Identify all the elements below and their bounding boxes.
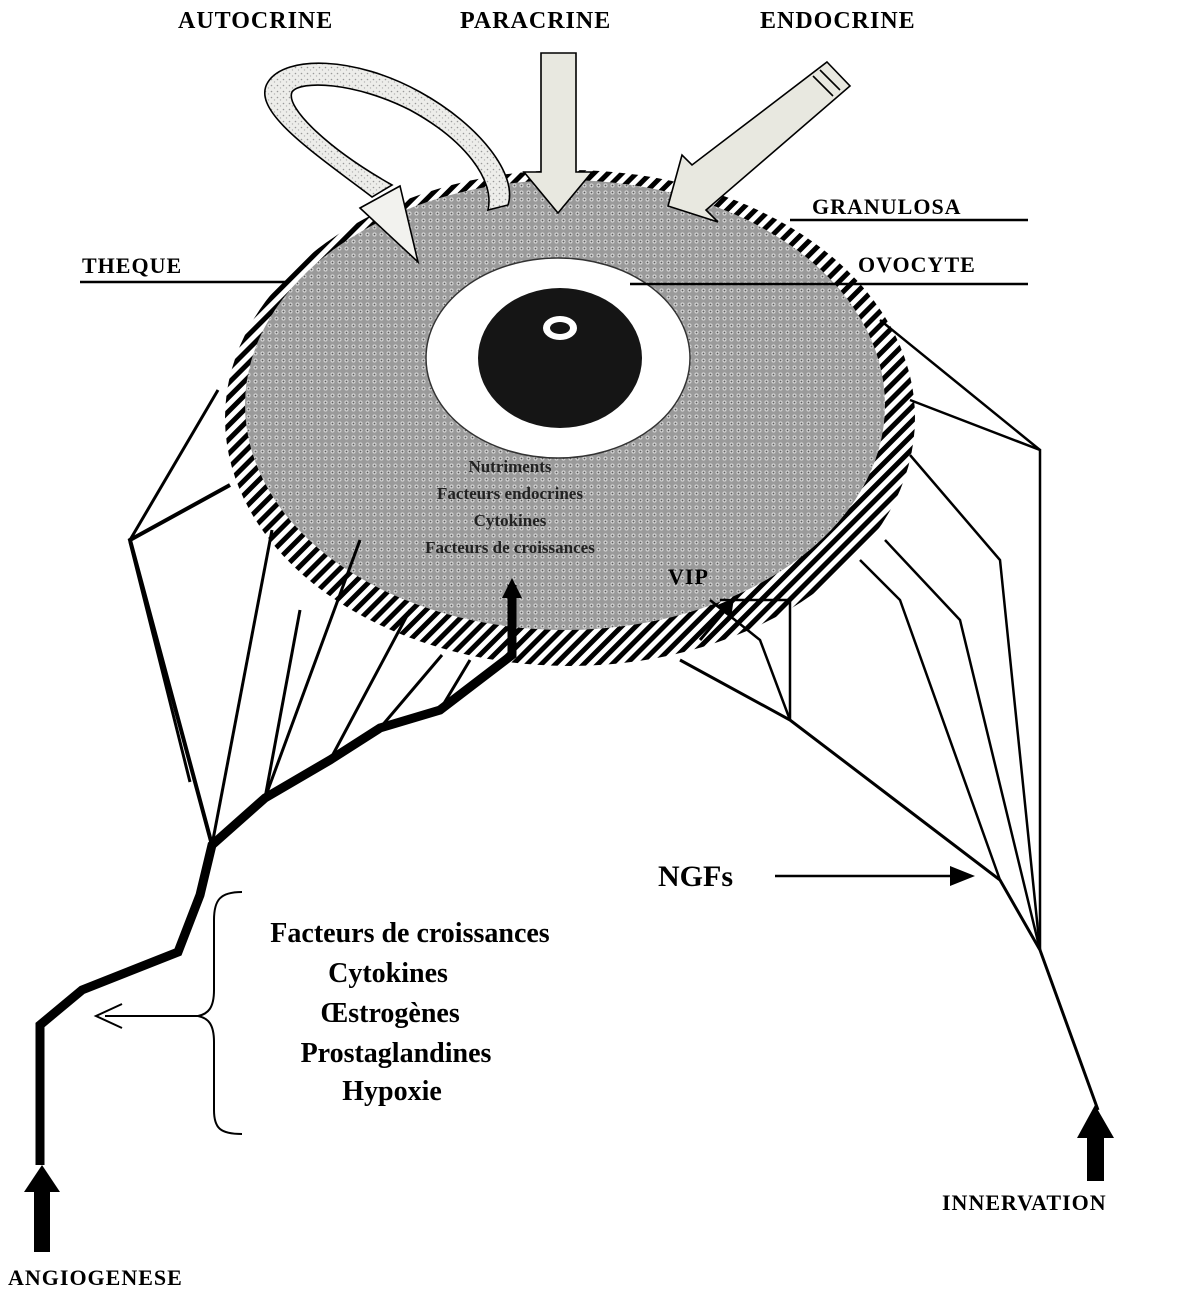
angiogenesis-input-arrow	[24, 1165, 60, 1252]
innervation-input-arrow	[1077, 1105, 1114, 1181]
paracrine-label: PARACRINE	[460, 8, 611, 34]
factors-arrow	[96, 1004, 200, 1028]
autocrine-label: AUTOCRINE	[178, 8, 333, 34]
inner-factor-item: Facteurs endocrines	[437, 484, 583, 503]
oocyte-core	[478, 288, 642, 428]
innervation-label: INNERVATION	[942, 1190, 1107, 1215]
inner-factor-item: Cytokines	[474, 511, 547, 530]
factors-brace	[198, 892, 242, 1134]
angio-factor-item: Œstrogènes	[320, 998, 460, 1029]
theque-label: THEQUE	[82, 253, 182, 278]
follicle	[225, 170, 915, 666]
inner-factor-item: Nutriments	[468, 457, 551, 476]
inner-factor-item: Facteurs de croissances	[425, 538, 595, 557]
angio-factor-item: Prostaglandines	[301, 1038, 492, 1069]
angiogenese-label: ANGIOGENESE	[8, 1265, 183, 1290]
angiogenesis-factors-list: Facteurs de croissances Cytokines Œstrog…	[270, 918, 550, 1107]
granulosa-label: GRANULOSA	[812, 194, 962, 219]
ngfs-label: NGFs	[658, 860, 733, 893]
angio-factor-item: Facteurs de croissances	[270, 918, 550, 949]
ngfs-arrow	[775, 866, 975, 886]
endocrine-label: ENDOCRINE	[760, 8, 916, 34]
angio-factor-item: Hypoxie	[342, 1076, 442, 1107]
nucleolus	[550, 322, 570, 334]
ovocyte-label: OVOCYTE	[858, 252, 976, 277]
angio-factor-item: Cytokines	[328, 958, 448, 989]
vip-label: VIP	[668, 564, 709, 589]
